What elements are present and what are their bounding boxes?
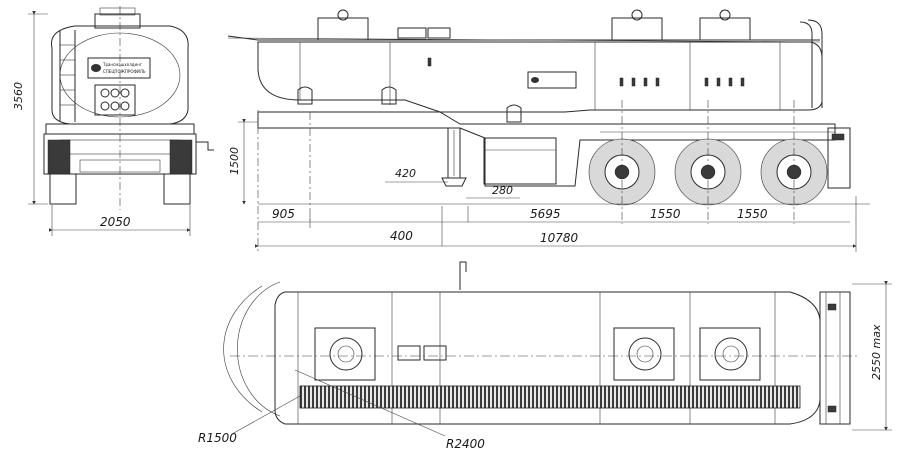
rear-view: Трансмашхолдинг СПЕЦПОЖПРОФИЛЬ 3560 2050 bbox=[12, 6, 214, 236]
rear-track-label: 2050 bbox=[100, 215, 131, 229]
leg-offset-b-label: 280 bbox=[492, 184, 513, 197]
walkway-grating bbox=[299, 385, 801, 409]
leg-offset-a-label: 420 bbox=[395, 167, 416, 180]
coupling-height-label: 1500 bbox=[228, 147, 241, 175]
overall-length-label: 10780 bbox=[540, 231, 579, 245]
top-view: 2550 max R1500 R2400 bbox=[198, 261, 892, 451]
side-view: 1500 420 280 905 5695 1550 1550 400 1078… bbox=[227, 9, 870, 254]
top-hatches bbox=[314, 327, 761, 381]
logo-line2-text: СПЕЦПОЖПРОФИЛЬ bbox=[103, 69, 146, 74]
axle-spacing-1-label: 1550 bbox=[650, 207, 681, 221]
logo-line1-text: Трансмашхолдинг bbox=[102, 62, 142, 67]
legs-to-axle1-label: 5695 bbox=[530, 207, 561, 221]
leg-base-label: 400 bbox=[390, 229, 413, 243]
overall-height-label: 3560 bbox=[12, 82, 25, 110]
axle-spacing-2-label: 1550 bbox=[737, 207, 768, 221]
overall-width-label: 2550 max bbox=[870, 324, 883, 380]
swing-radius-label: R2400 bbox=[446, 437, 485, 451]
kingpin-to-legs-label: 905 bbox=[272, 207, 295, 221]
front-radius-label: R1500 bbox=[198, 431, 237, 445]
